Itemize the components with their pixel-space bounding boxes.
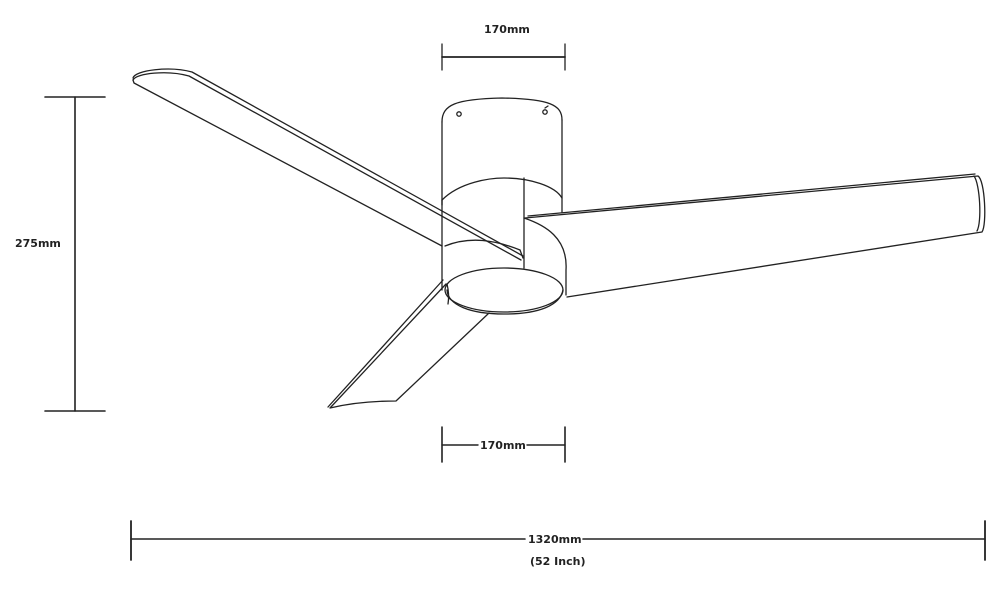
- motor-housing: [441, 177, 567, 315]
- dimension-top-width: [441, 43, 566, 71]
- dimension-span: [130, 520, 986, 561]
- blade-right: [524, 173, 986, 298]
- ceiling-canopy: [441, 97, 563, 213]
- span-label: 1320mm: [528, 533, 582, 546]
- bottom-width-label: 170mm: [480, 439, 526, 452]
- height-label: 275mm: [15, 237, 61, 250]
- span-sub-label: (52 Inch): [530, 555, 586, 568]
- blade-left: [132, 68, 524, 261]
- blade-front: [327, 279, 490, 409]
- top-width-label: 170mm: [484, 23, 530, 36]
- dimension-height: [44, 96, 106, 412]
- dimension-bottom-width: [441, 426, 566, 463]
